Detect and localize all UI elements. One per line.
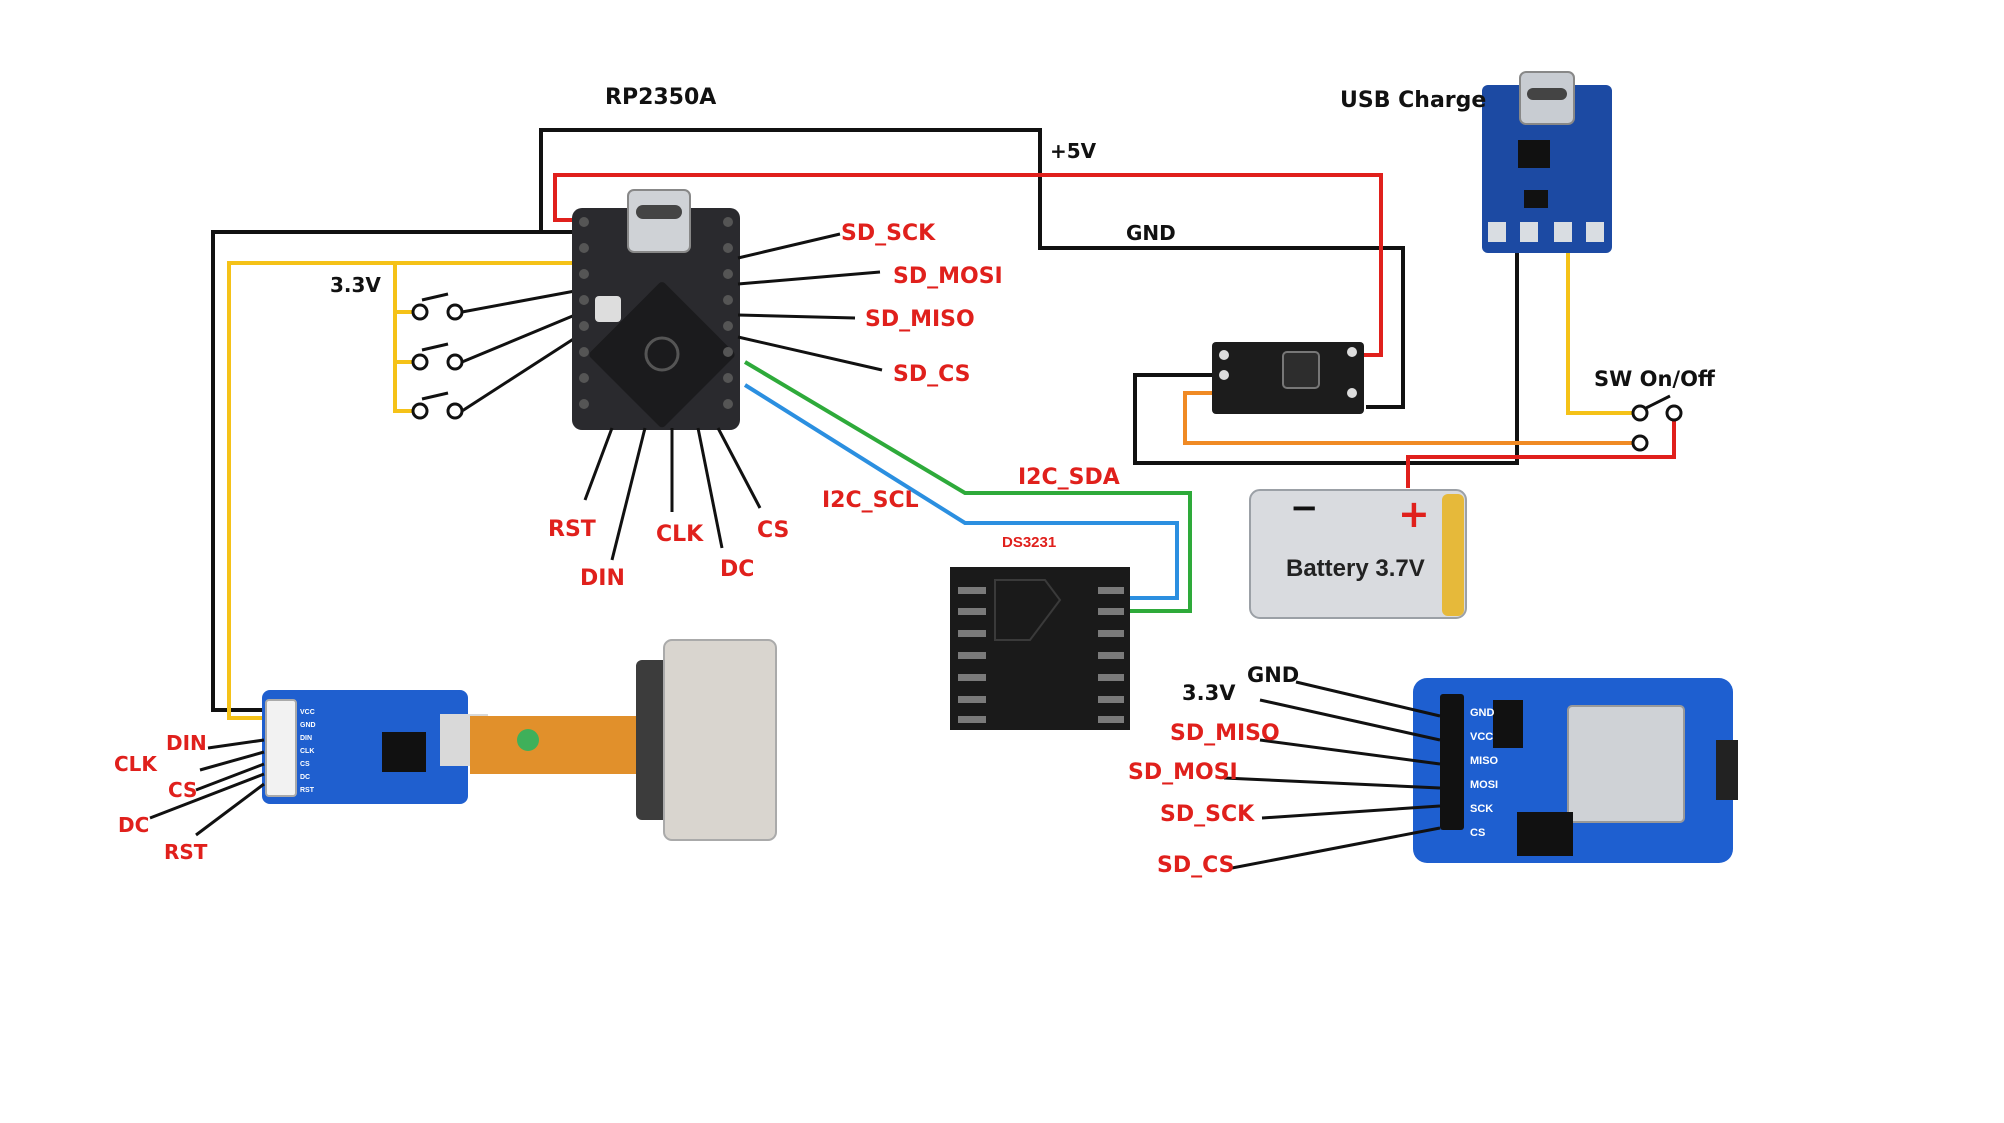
scl-wire	[743, 383, 1179, 600]
power-switch	[1631, 394, 1683, 452]
sd-pin-sck: SD_SCK	[1160, 802, 1255, 827]
sd-pin-cs: SD_CS	[1157, 853, 1235, 878]
wires	[211, 128, 1676, 720]
mcu-right-leads	[737, 232, 883, 372]
sd-silk-miso: MISO	[1470, 755, 1499, 767]
disp-silk-din: DIN	[300, 735, 312, 742]
usb-c-connector	[627, 189, 691, 253]
charger-switch-wire	[1566, 252, 1633, 415]
v33-wire-buttons	[393, 263, 412, 413]
battery-switch-wire	[1183, 391, 1635, 445]
gnd-wire-top	[539, 128, 1405, 409]
gnd-wire-display	[211, 230, 575, 712]
display-pin-din: DIN	[166, 731, 207, 755]
dc-dc-converter	[1212, 342, 1364, 414]
gnd-label: GND	[1126, 221, 1176, 245]
sd-pin-mosi: SD_MOSI	[1128, 760, 1238, 785]
display-pin-cs: CS	[168, 778, 197, 802]
sd-pin-miso: SD_MISO	[1170, 721, 1280, 746]
battery-label: Battery 3.7V	[1286, 555, 1425, 582]
disp-silk-clk: CLK	[300, 748, 314, 755]
button-3	[411, 336, 576, 420]
sd-pin-v33: 3.3V	[1182, 681, 1236, 705]
ds3231-module	[950, 567, 1130, 730]
mcu-pin-cs: CS	[757, 518, 789, 543]
disp-silk-vcc: VCC	[300, 709, 315, 716]
push-buttons	[411, 289, 576, 420]
mcu-pin-din: DIN	[580, 566, 625, 591]
mcu-bottom-leads	[583, 427, 762, 561]
switch-label: SW On/Off	[1594, 367, 1716, 391]
disp-silk-rst: RST	[300, 787, 315, 794]
boot-button	[595, 296, 621, 322]
battery-plus-label: +	[1398, 492, 1430, 536]
mcu-pin-sd-sck: SD_SCK	[841, 221, 936, 246]
sd-silk-mosi: MOSI	[1470, 779, 1498, 791]
display-pin-rst: RST	[164, 840, 208, 864]
usb-charger-board	[1482, 71, 1612, 253]
battery: − + Battery 3.7V	[1249, 488, 1467, 619]
v33-label: 3.3V	[330, 273, 381, 297]
mcu-pin-dc: DC	[720, 557, 754, 582]
button-1	[411, 289, 576, 321]
mcu-pin-rst: RST	[548, 517, 596, 542]
charger-title: USB Charge	[1340, 88, 1486, 113]
sd-silk-gnd: GND	[1470, 707, 1495, 719]
mcu-pin-clk: CLK	[656, 522, 704, 547]
mcu-title: RP2350A	[605, 85, 716, 110]
sd-pin-gnd: GND	[1247, 663, 1299, 687]
v33-wire-display	[227, 261, 573, 720]
display-pin-clk: CLK	[114, 752, 158, 776]
i2c-sda-label: I2C_SDA	[1018, 465, 1120, 490]
disp-silk-gnd: GND	[300, 722, 316, 729]
sd-silk-cs: CS	[1470, 827, 1485, 839]
mcu-chip	[589, 282, 735, 428]
v5-label: +5V	[1050, 139, 1097, 163]
mcu-pin-sd-cs: SD_CS	[893, 362, 971, 387]
disp-silk-cs: CS	[300, 761, 310, 768]
sd-card-module: GND VCC MISO MOSI SCK CS	[1413, 678, 1738, 863]
sd-silk-vcc: VCC	[1470, 731, 1493, 743]
rtc-label: DS3231	[1002, 534, 1056, 551]
sd-leads	[1223, 680, 1441, 870]
switch-battery-wire	[1406, 416, 1676, 488]
button-2	[411, 313, 576, 371]
mcu-pin-sd-miso: SD_MISO	[865, 307, 975, 332]
rp2350a-board	[572, 189, 740, 430]
disp-silk-dc: DC	[300, 774, 310, 781]
labels: RP2350A USB Charge +5V GND 3.3V SW On/Of…	[114, 85, 1716, 878]
v5-wire	[553, 173, 1383, 357]
display-module: VCC GND DIN CLK CS DC RST	[262, 639, 777, 841]
display-pin-dc: DC	[118, 813, 149, 837]
gnd-wire-battery	[1133, 252, 1519, 465]
battery-minus-label: −	[1290, 488, 1319, 528]
sda-wire	[743, 360, 1192, 613]
i2c-scl-label: I2C_SCL	[822, 488, 919, 513]
sd-silk-sck: SCK	[1470, 803, 1493, 815]
display-leads	[149, 738, 265, 837]
mcu-pin-sd-mosi: SD_MOSI	[893, 264, 1003, 289]
